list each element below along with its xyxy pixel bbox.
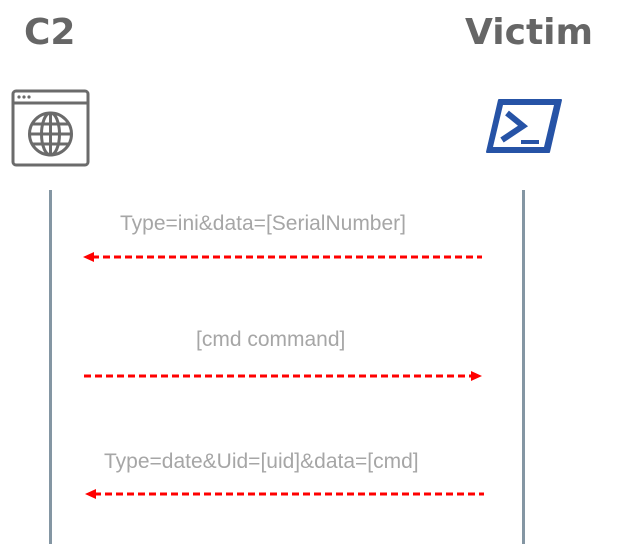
victim-title: Victim [465, 12, 593, 53]
message-arrow-left [85, 489, 484, 499]
powershell-icon [486, 99, 562, 153]
victim-lifeline [522, 190, 525, 544]
message-label: Type=ini&data=[SerialNumber] [120, 212, 406, 235]
message-arrow-left [83, 252, 482, 262]
message-label: [cmd command] [196, 328, 346, 351]
c2-lifeline [49, 190, 52, 544]
message-label: Type=date&Uid=[uid]&data=[cmd] [104, 450, 419, 473]
message-arrow-right [84, 371, 482, 381]
c2-title: C2 [24, 12, 76, 53]
browser-globe-icon [11, 89, 90, 167]
